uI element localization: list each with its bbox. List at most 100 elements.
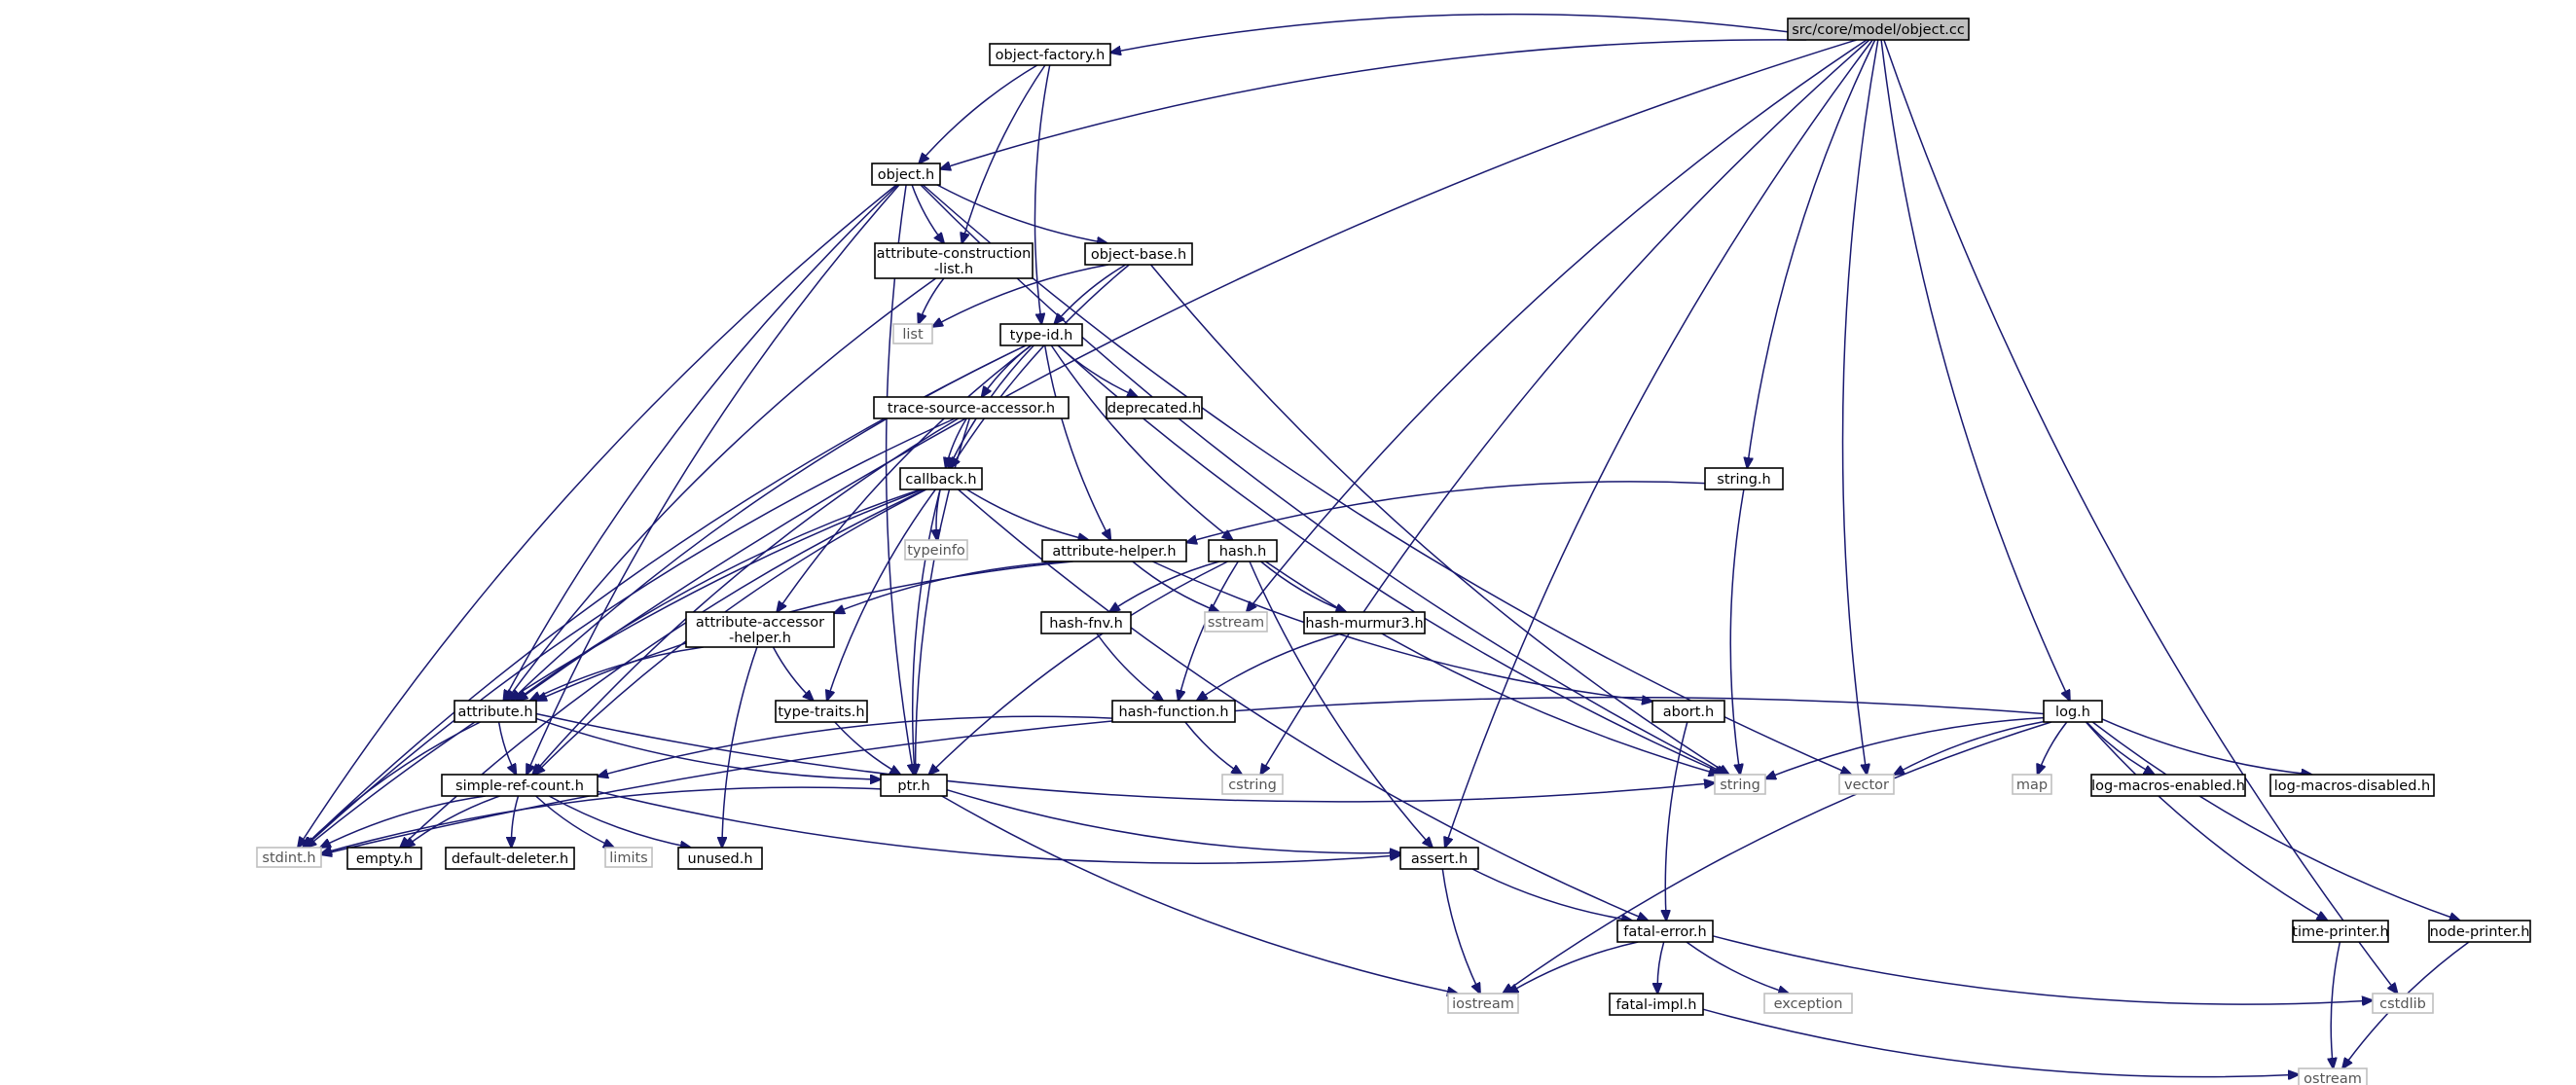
edge-fatal_error-to-exception	[1686, 941, 1789, 994]
edge-fatal_error-to-cstdlib	[1712, 935, 2373, 1004]
node-attribute-h[interactable]: attribute.h	[454, 700, 537, 723]
node-label: sstream	[1208, 615, 1264, 631]
edge-object_cc-to-vector	[1841, 39, 1879, 775]
edge-simple_ref-to-default_deleter	[511, 795, 520, 848]
node-label: hash-murmur3.h	[1305, 616, 1423, 632]
edge-time_printer-to-ostream	[2331, 941, 2341, 1068]
node-box	[1040, 611, 1132, 634]
node-box	[1447, 993, 1519, 1014]
edge-attr_accessor-to-type_traits	[772, 646, 814, 701]
node-object-factory-h[interactable]: object-factory.h	[989, 43, 1111, 66]
edge-object_base_h-to-list	[932, 264, 1109, 327]
node-hash-fnv[interactable]: hash-fnv.h	[1040, 611, 1132, 634]
node-hash-h[interactable]: hash.h	[1208, 539, 1278, 562]
node-fatal-impl[interactable]: fatal-impl.h	[1609, 993, 1704, 1016]
edge-attr_helper-to-attribute_h	[536, 561, 1073, 701]
node-label: object-factory.h	[996, 48, 1106, 63]
node-simple-ref[interactable]: simple-ref-count.h	[441, 774, 599, 797]
edge-object_cc-to-object_factory_h	[1110, 13, 1789, 53]
edge-ptr_h-to-iostream	[941, 795, 1458, 994]
node-box	[1763, 993, 1853, 1014]
node-box	[1399, 847, 1479, 870]
edge-callback_h-to-attribute_h	[516, 488, 922, 701]
node-label: string.h	[1717, 472, 1770, 488]
edge-log_h-to-log_enabled	[2086, 721, 2155, 775]
node-object-base-h[interactable]: object-base.h	[1084, 242, 1193, 266]
node-callback-h[interactable]: callback.h	[899, 467, 983, 490]
node-limits: limits	[604, 847, 653, 868]
node-attr-accessor[interactable]: attribute-accessor-helper.h	[685, 611, 835, 648]
node-box	[999, 323, 1083, 346]
edge-log_h-to-node_printer	[2091, 721, 2459, 921]
node-label: hash-fnv.h	[1049, 616, 1123, 632]
node-label: iostream	[1452, 996, 1514, 1012]
node-label: list	[902, 327, 924, 343]
node-default-deleter[interactable]: default-deleter.h	[445, 847, 575, 870]
edge-log_h-to-iostream	[1503, 721, 2052, 994]
node-deprecated-h[interactable]: deprecated.h	[1106, 396, 1203, 419]
edge-object_cc-to-object_h	[940, 39, 1807, 169]
node-log-disabled[interactable]: log-macros-disabled.h	[2269, 774, 2435, 797]
edge-object_h-to-object_base_h	[936, 184, 1107, 243]
node-assert-h[interactable]: assert.h	[1399, 847, 1479, 870]
edge-object_cc-to-assert_h	[1445, 39, 1873, 848]
edge-trace_source-to-callback_h	[946, 417, 967, 468]
node-log-enabled[interactable]: log-macros-enabled.h	[2090, 774, 2246, 797]
node-abort-h[interactable]: abort.h	[1651, 700, 1725, 723]
edge-attribute_h-to-ptr_h	[535, 717, 881, 779]
node-box	[874, 242, 1034, 279]
node-label: hash-function.h	[1118, 705, 1228, 720]
edge-simple_ref-to-limits	[535, 795, 614, 848]
node-box	[2428, 920, 2531, 943]
node-string: string	[1714, 774, 1766, 795]
node-trace-source[interactable]: trace-source-accessor.h	[873, 396, 1070, 419]
node-hash-function[interactable]: hash-function.h	[1111, 700, 1236, 723]
edge-type_id_h-to-attr_helper	[1043, 344, 1111, 540]
node-label: attribute-construction	[877, 246, 1032, 262]
node-box	[873, 396, 1070, 419]
node-label: limits	[609, 850, 647, 866]
node-empty-h[interactable]: empty.h	[346, 847, 422, 870]
node-cstdlib: cstdlib	[2372, 993, 2434, 1014]
node-label: stdint.h	[262, 850, 315, 866]
node-time-printer[interactable]: time-printer.h	[2292, 920, 2389, 943]
node-ptr-h[interactable]: ptr.h	[880, 774, 948, 797]
node-hash-murmur[interactable]: hash-murmur3.h	[1303, 611, 1426, 634]
node-string-h[interactable]: string.h	[1704, 467, 1784, 490]
node-type-id-h[interactable]: type-id.h	[999, 323, 1083, 346]
edge-trace_source-to-simple_ref	[532, 417, 960, 775]
node-log-h[interactable]: log.h	[2043, 700, 2103, 723]
node-label: ostream	[2304, 1071, 2362, 1085]
edge-abort_h-to-fatal_error	[1665, 721, 1688, 921]
node-node-printer[interactable]: node-printer.h	[2428, 920, 2531, 943]
node-ostream: ostream	[2298, 1067, 2368, 1085]
node-type-traits[interactable]: type-traits.h	[775, 700, 868, 723]
edge-callback_h-to-fatal_error	[958, 488, 1649, 921]
edge-hash_function-to-simple_ref	[598, 715, 1113, 777]
node-box	[441, 774, 599, 797]
node-box	[685, 611, 835, 648]
node-attr-construction[interactable]: attribute-construction-list.h	[874, 242, 1034, 279]
edge-attr_construction-to-list	[919, 277, 945, 324]
node-box	[880, 774, 948, 797]
node-label: string	[1720, 778, 1760, 793]
edge-attribute_h-to-stdint	[303, 721, 481, 848]
edge-hash_h-to-hash_fnv	[1109, 561, 1220, 612]
node-label: unused.h	[687, 851, 752, 867]
edge-hash_h-to-hash_function	[1179, 561, 1239, 701]
node-fatal-error[interactable]: fatal-error.h	[1616, 920, 1714, 943]
node-box	[1714, 774, 1766, 795]
edge-callback_h-to-ptr_h	[913, 488, 941, 775]
node-label: log.h	[2055, 705, 2090, 720]
node-object-h[interactable]: object.h	[871, 163, 941, 186]
node-box	[2043, 700, 2103, 723]
edge-object_cc-to-string_h	[1747, 39, 1876, 468]
node-box	[1111, 700, 1236, 723]
node-object-cc[interactable]: src/core/model/object.cc	[1787, 18, 1970, 41]
node-attr-helper[interactable]: attribute-helper.h	[1041, 539, 1187, 562]
node-typeinfo: typeinfo	[904, 539, 968, 561]
node-box	[445, 847, 575, 870]
node-unused-h[interactable]: unused.h	[677, 847, 763, 870]
edge-hash_fnv-to-hash_function	[1096, 633, 1163, 701]
node-box	[1084, 242, 1193, 266]
